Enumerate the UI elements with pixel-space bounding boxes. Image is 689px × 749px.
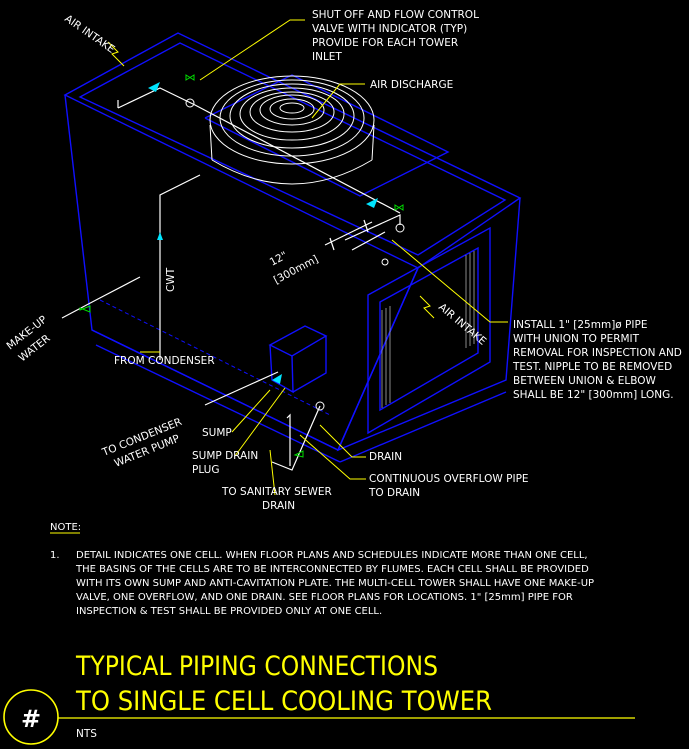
note-line-1: DETAIL INDICATES ONE CELL. WHEN FLOOR PL… xyxy=(76,550,588,561)
air-intake-right-label: AIR INTAKE xyxy=(436,301,488,348)
fan-stack xyxy=(209,75,375,185)
sewer-line-2: DRAIN xyxy=(262,500,295,512)
install-line-1: INSTALL 1" [25mm]ø PIPE xyxy=(513,319,647,331)
note-line-5: INSPECTION & TEST SHALL BE PROVIDED ONLY… xyxy=(76,606,382,617)
note-block: NOTE: 1. DETAIL INDICATES ONE CELL. WHEN… xyxy=(50,522,594,617)
detail-symbol: # xyxy=(21,705,41,733)
piping xyxy=(61,74,405,471)
shutoff-line-4: INLET xyxy=(312,51,342,63)
from-condenser-label: FROM CONDENSER xyxy=(114,355,215,367)
sump-drain-plug-label: SUMP DRAIN PLUG xyxy=(192,450,258,476)
shutoff-line-2: VALVE WITH INDICATOR (TYP) xyxy=(312,23,467,35)
note-line-2: THE BASINS OF THE CELLS ARE TO BE INTERC… xyxy=(75,564,589,575)
sump-drain-line-1: SUMP DRAIN xyxy=(192,450,258,462)
title-line-2: TO SINGLE CELL COOLING TOWER xyxy=(75,686,492,717)
scale-label: NTS xyxy=(76,728,97,740)
sanitary-sewer-label: TO SANITARY SEWER DRAIN xyxy=(221,486,332,512)
overflow-label: CONTINUOUS OVERFLOW PIPE TO DRAIN xyxy=(368,473,529,499)
overflow-line-1: CONTINUOUS OVERFLOW PIPE xyxy=(369,473,529,485)
overflow-line-2: TO DRAIN xyxy=(368,487,420,499)
shutoff-valve-label: SHUT OFF AND FLOW CONTROL VALVE WITH IND… xyxy=(312,9,479,63)
install-line-2: WITH UNION TO PERMIT xyxy=(513,333,640,345)
make-up-water-label: MAKE-UP WATER xyxy=(4,314,52,365)
tower-body xyxy=(63,32,522,463)
to-condenser-pump-label: TO CONDENSER WATER PUMP xyxy=(100,416,184,470)
air-intake-top-label: AIR INTAKE xyxy=(62,13,117,56)
note-line-3: WITH ITS OWN SUMP AND ANTI-CAVITATION PL… xyxy=(76,578,594,589)
title-line-1: TYPICAL PIPING CONNECTIONS xyxy=(75,651,438,682)
leader-lines xyxy=(50,19,508,534)
sump-box xyxy=(268,325,328,394)
install-note-label: INSTALL 1" [25mm]ø PIPE WITH UNION TO PE… xyxy=(512,319,682,401)
air-discharge-label: AIR DISCHARGE xyxy=(370,79,453,91)
dim-imperial-label: 12" xyxy=(268,250,290,269)
install-line-5: BETWEEN UNION & ELBOW xyxy=(513,375,656,387)
cwt-label: CWT xyxy=(165,267,177,292)
install-line-3: REMOVAL FOR INSPECTION AND xyxy=(513,347,682,359)
note-line-4: VALVE, ONE OVERFLOW, AND ONE DRAIN. SEE … xyxy=(76,592,573,603)
detail-bubble xyxy=(3,689,59,745)
shutoff-line-3: PROVIDE FOR EACH TOWER xyxy=(312,37,458,49)
drain-label: DRAIN xyxy=(369,451,402,463)
sewer-line-1: TO SANITARY SEWER xyxy=(221,486,332,498)
install-line-4: TEST. NIPPLE TO BE REMOVED xyxy=(512,361,672,373)
install-line-6: SHALL BE 12" [300mm] LONG. xyxy=(513,389,674,401)
flow-arrows xyxy=(148,82,378,384)
sump-drain-line-2: PLUG xyxy=(192,464,219,476)
note-number: 1. xyxy=(50,550,60,561)
title-block: # TYPICAL PIPING CONNECTIONS TO SINGLE C… xyxy=(3,651,635,745)
sump-label: SUMP xyxy=(202,427,232,439)
note-heading: NOTE: xyxy=(50,522,81,533)
shutoff-line-1: SHUT OFF AND FLOW CONTROL xyxy=(312,9,479,21)
